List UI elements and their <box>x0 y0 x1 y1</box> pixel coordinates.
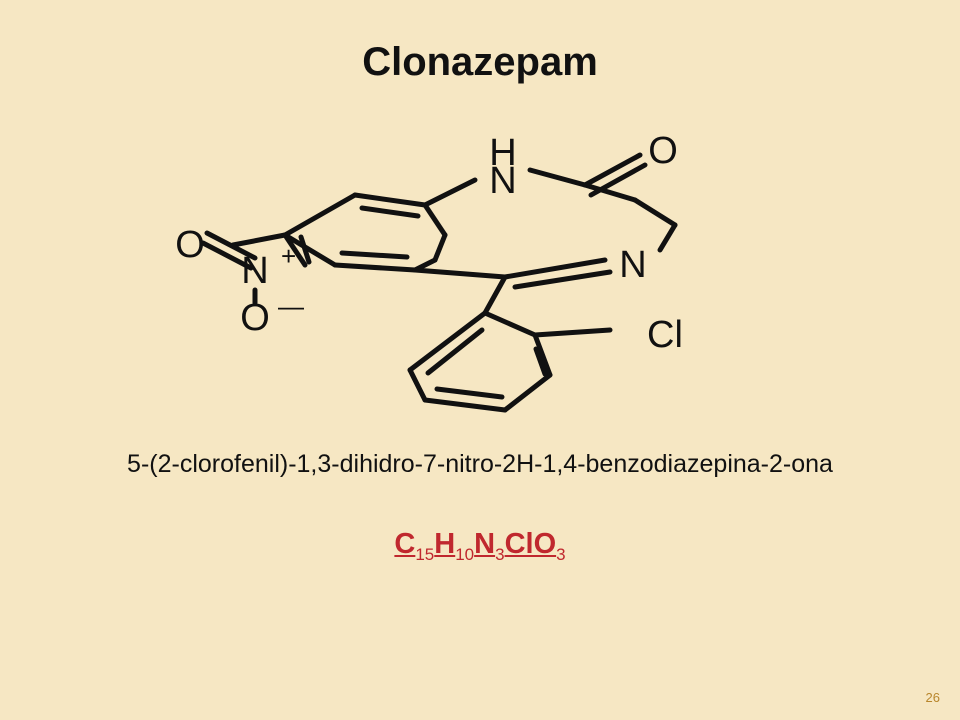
atom-o-nitro-bottom: O <box>240 297 270 339</box>
atom-o-nitro-top: O <box>175 224 205 266</box>
bond <box>482 274 508 316</box>
molecular-formula: C15H10N3ClO3 <box>0 528 960 565</box>
bond <box>422 202 448 238</box>
double-bond-inner <box>425 327 485 376</box>
formula-count: 3 <box>556 544 566 564</box>
bond <box>282 192 358 238</box>
bond <box>482 310 538 338</box>
formula-element[interactable]: ClO <box>504 528 557 560</box>
bond <box>230 232 288 248</box>
nitro-double-bond <box>204 230 258 261</box>
charge-plus: + <box>281 241 296 271</box>
formula-count: 15 <box>415 544 435 564</box>
bond <box>632 197 678 228</box>
atom-n-nitro: N <box>241 250 268 292</box>
structure-svg: H N O N N O O Cl + — <box>175 130 683 413</box>
double-bond-inner <box>298 234 312 265</box>
bond <box>407 310 488 373</box>
double-bond-inner <box>339 250 410 260</box>
carbonyl-bond <box>582 152 643 188</box>
bond <box>502 372 553 413</box>
bond <box>582 182 638 203</box>
atom-o-carbonyl: O <box>648 130 678 172</box>
chemical-structure: H N O N N O O Cl + — <box>155 125 795 425</box>
bond <box>412 267 508 280</box>
formula-element[interactable]: N <box>474 528 496 560</box>
bond <box>422 397 508 413</box>
bond <box>532 332 553 378</box>
double-bond-inner <box>434 386 505 400</box>
atom-h: H <box>489 132 516 174</box>
bond <box>657 222 678 253</box>
bond <box>282 232 308 268</box>
nitro-double-bond <box>200 240 254 271</box>
double-bond-inner <box>533 346 548 377</box>
imine-bond <box>502 257 608 280</box>
formula-element[interactable]: C <box>394 528 416 560</box>
charge-minus: — <box>278 291 304 321</box>
formula-element[interactable]: H <box>434 528 456 560</box>
imine-bond <box>512 269 613 290</box>
formula-count: 3 <box>495 544 505 564</box>
bond <box>407 367 428 403</box>
slide-title: Clonazepam <box>362 40 598 84</box>
page-number: 26 <box>925 690 940 705</box>
bond <box>527 167 588 188</box>
bond <box>422 177 478 208</box>
bond <box>432 232 448 263</box>
double-bond-inner <box>359 205 421 219</box>
bond <box>352 192 428 208</box>
iupac-name: 5-(2-clorofenil)-1,3-dihidro-7-nitro-2H-… <box>127 450 833 478</box>
atom-cl: Cl <box>647 314 683 356</box>
formula-count: 10 <box>455 544 475 564</box>
carbonyl-bond <box>588 162 648 198</box>
bond <box>332 262 418 273</box>
bond <box>532 327 613 338</box>
atom-n-imine: N <box>619 244 646 286</box>
bond <box>282 232 338 268</box>
atom-n-amide: N <box>489 160 516 202</box>
